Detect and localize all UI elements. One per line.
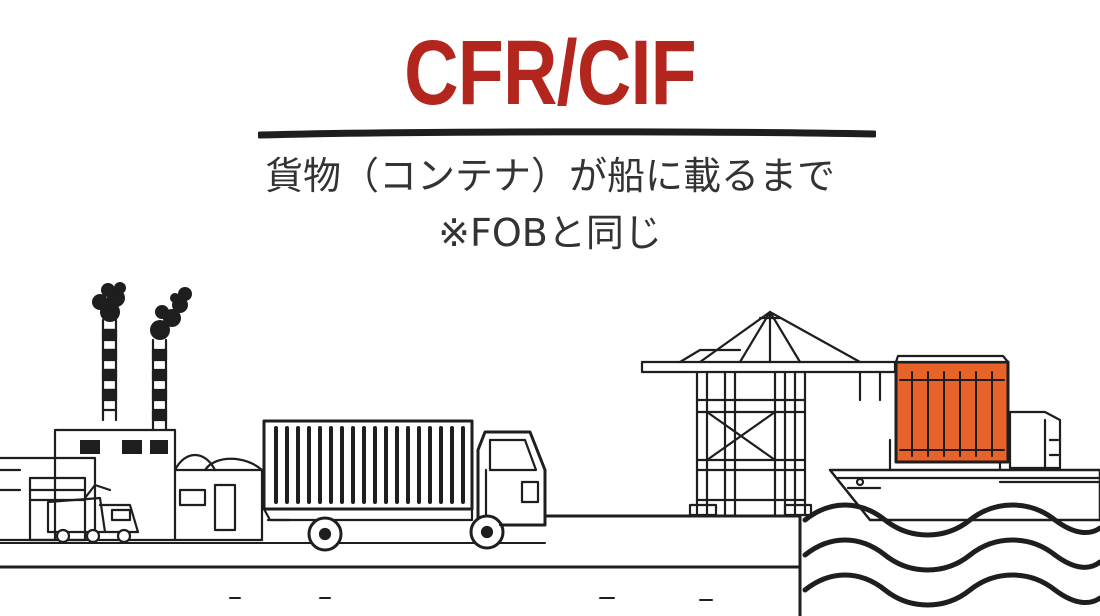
sea-waves-icon bbox=[802, 502, 1100, 608]
truck-icon bbox=[262, 419, 547, 552]
cargo-ship-icon bbox=[828, 354, 1100, 522]
slide-note: ※FOBと同じ bbox=[438, 211, 662, 255]
slide-title: CFR/CIF bbox=[404, 22, 697, 124]
title-underline bbox=[258, 128, 876, 139]
slide-subtitle: 貨物（コンテナ）が船に載るまで bbox=[264, 154, 835, 198]
factory-icon bbox=[0, 282, 264, 544]
small-truck-icon bbox=[46, 483, 140, 544]
orange-container bbox=[894, 360, 1010, 464]
